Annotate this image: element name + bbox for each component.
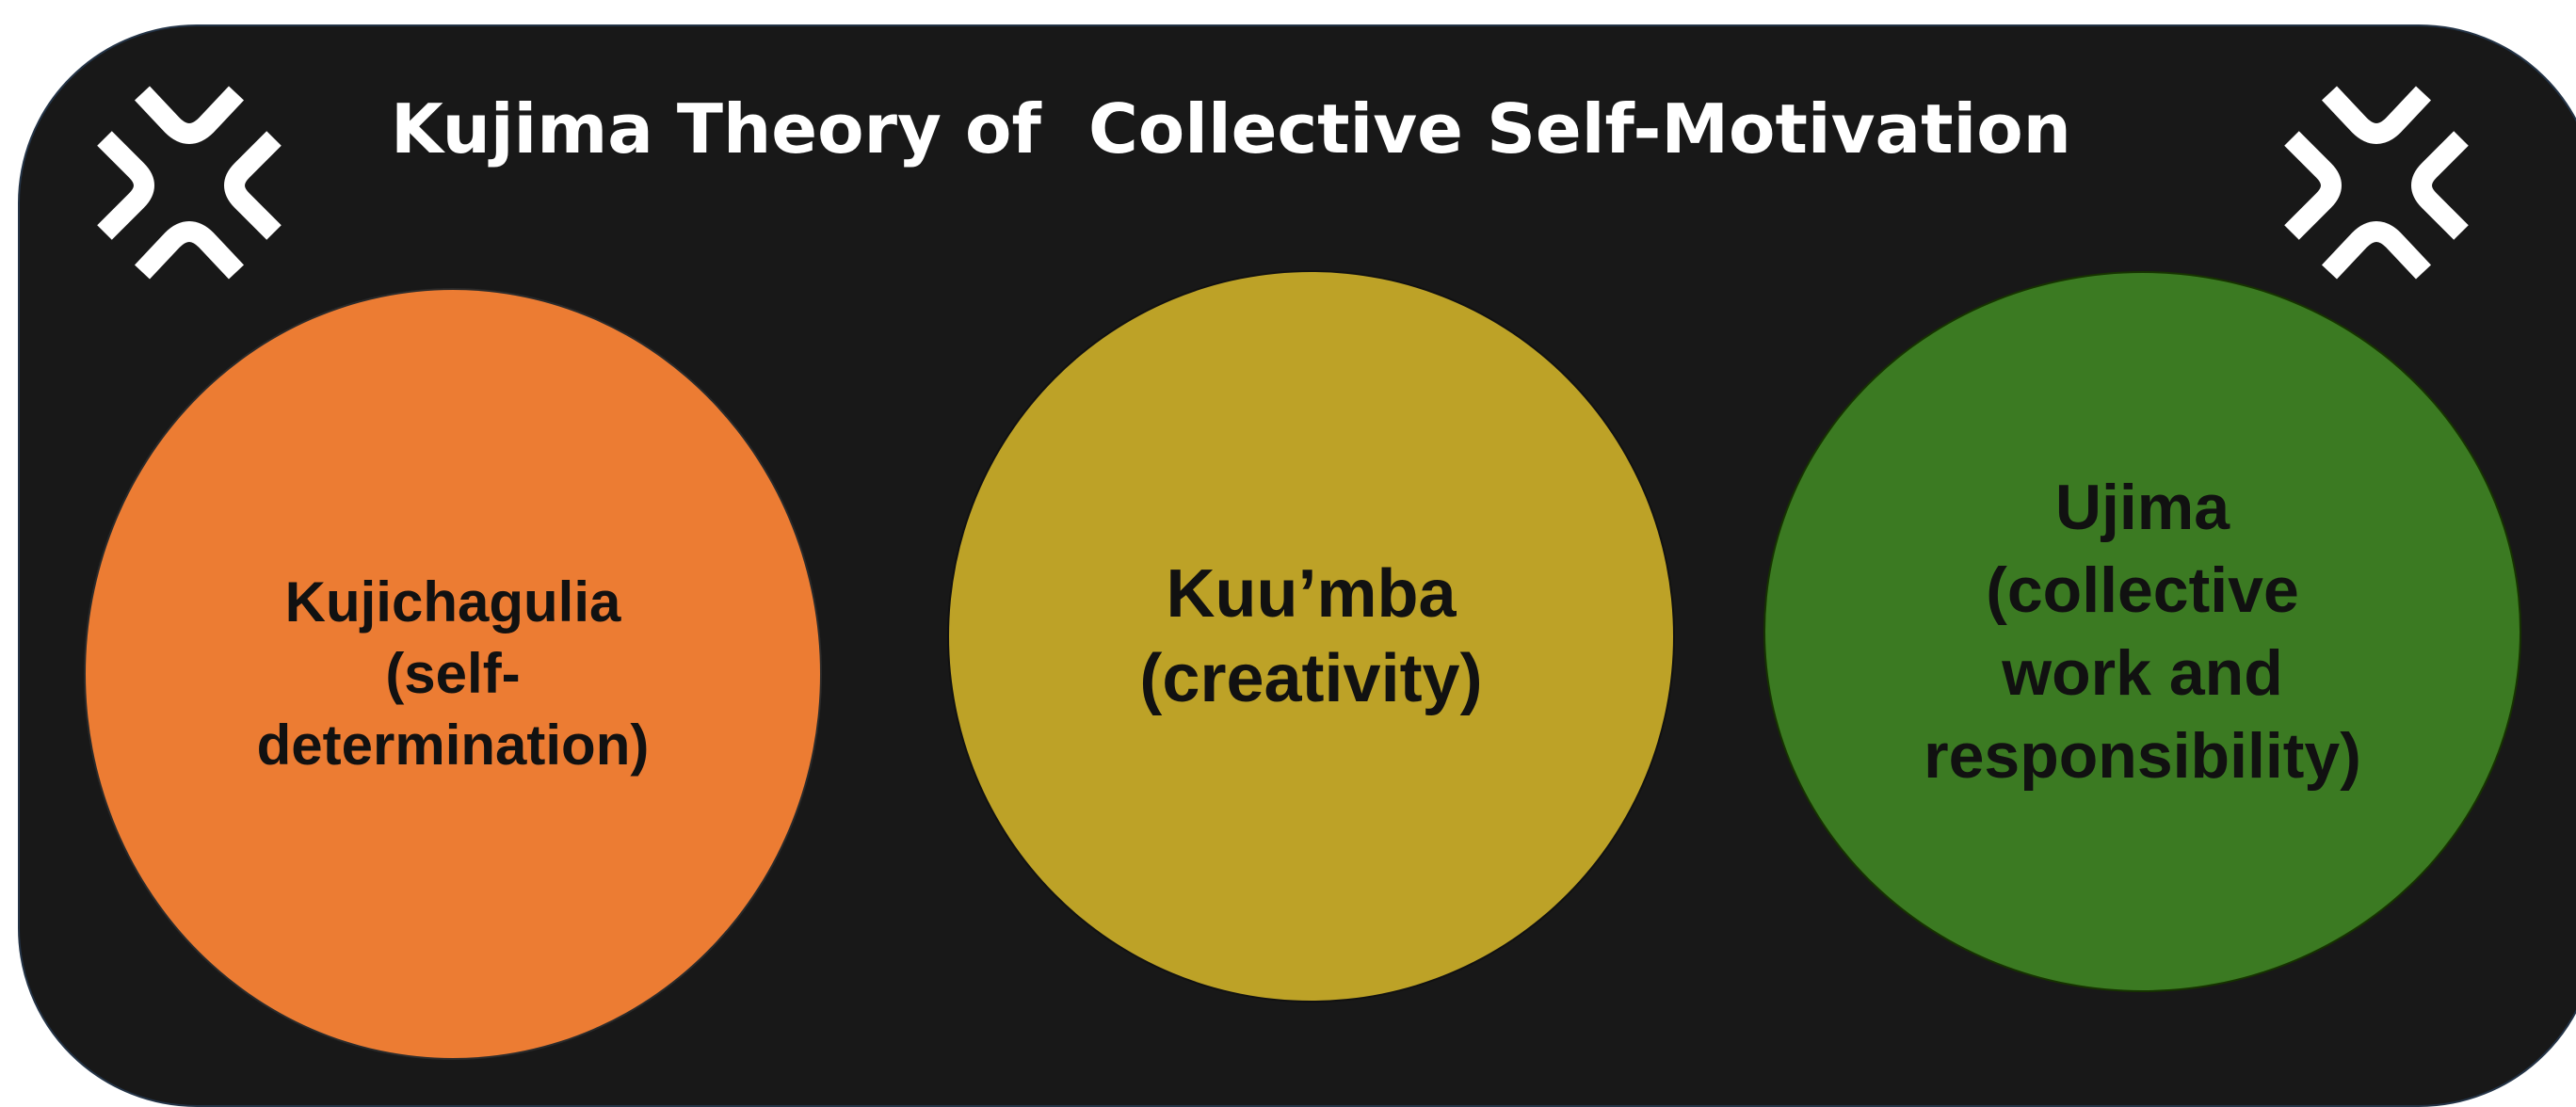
label-line: (creativity) — [1139, 641, 1483, 716]
ujima-label: Ujima (collective work and responsibilit… — [1860, 466, 2425, 797]
label-line: (self- — [385, 642, 521, 705]
label-line: Kujichagulia — [284, 570, 621, 634]
label-line: Kuu’mba — [1166, 556, 1457, 632]
kujichagulia-circle: Kujichagulia (self- determination) — [84, 288, 822, 1060]
label-line: responsibility) — [1924, 720, 2361, 792]
pinwheel-chevrons-icon — [97, 86, 282, 280]
label-line: (collective — [1986, 554, 2299, 626]
pinwheel-chevrons-icon — [2284, 86, 2469, 280]
kuumba-label: Kuu’mba (creativity) — [1067, 552, 1556, 721]
ujima-circle: Ujima (collective work and responsibilit… — [1763, 271, 2521, 992]
diagram-title: Kujima Theory of Collective Self-Motivat… — [391, 89, 2071, 168]
kujichagulia-label: Kujichagulia (self- determination) — [208, 567, 698, 781]
label-line: Ujima — [2054, 472, 2230, 543]
label-line: determination) — [256, 714, 650, 777]
label-line: work and — [2002, 637, 2283, 709]
kuumba-circle: Kuu’mba (creativity) — [947, 270, 1675, 1003]
